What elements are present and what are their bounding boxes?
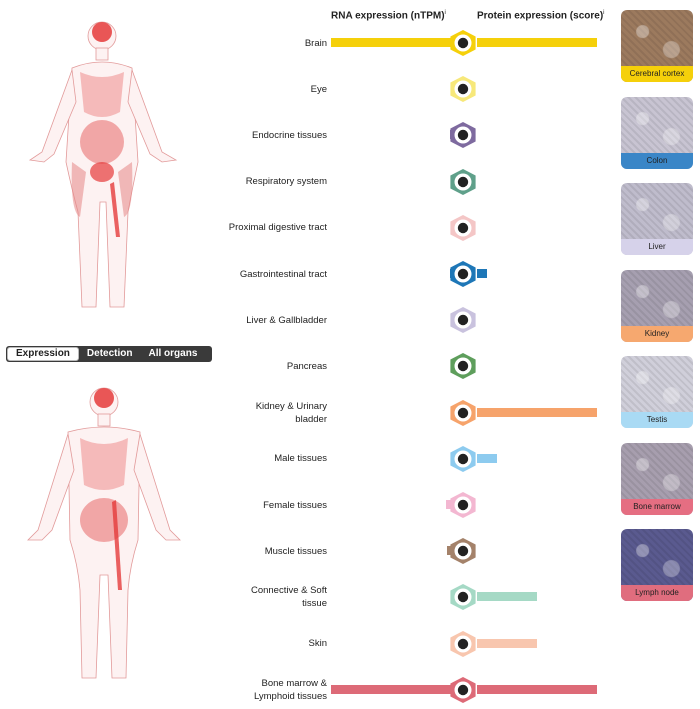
protein-expression-bar[interactable] — [477, 269, 487, 278]
tissue-label[interactable]: Brain — [304, 37, 327, 49]
eye-icon[interactable] — [449, 75, 477, 103]
stomach-icon[interactable] — [449, 214, 477, 242]
rna-expression-bar[interactable] — [331, 684, 463, 694]
protein-expression-bar[interactable] — [477, 38, 597, 47]
tissue-sample-caption: Colon — [621, 152, 693, 169]
female-icon[interactable] — [449, 491, 477, 519]
tissue-sample-thumbnail[interactable]: Testis — [621, 356, 693, 428]
brain-icon[interactable] — [449, 29, 477, 57]
view-option-expression[interactable]: Expression — [7, 347, 79, 361]
male-icon[interactable] — [449, 445, 477, 473]
tissue-sample-caption: Cerebral cortex — [621, 66, 693, 82]
tissue-sample-caption: Kidney — [621, 325, 693, 342]
intestine-icon[interactable] — [449, 260, 477, 288]
lungs-icon[interactable] — [449, 168, 477, 196]
muscle-icon[interactable] — [449, 537, 477, 565]
tissue-label[interactable]: Respiratory system — [245, 176, 327, 188]
thyroid-icon[interactable] — [449, 121, 477, 149]
view-option-detection[interactable]: Detection — [86, 348, 133, 359]
kidney-icon[interactable] — [449, 399, 477, 427]
rna-expression-bar[interactable] — [331, 38, 463, 47]
protein-info-icon[interactable]: i — [603, 10, 605, 16]
tissue-sample-caption: Lymph node — [621, 585, 693, 601]
tissue-sample-caption: Bone marrow — [621, 498, 693, 515]
view-option-all-organs[interactable]: All organs — [148, 348, 198, 359]
tissue-label[interactable]: Pancreas — [286, 360, 327, 372]
tissue-sample-caption: Liver — [621, 239, 693, 255]
male-anatomy-figure — [27, 387, 181, 679]
male-brain-highlight — [94, 388, 114, 408]
protein-expression-bar[interactable] — [477, 638, 537, 648]
liver-icon[interactable] — [449, 306, 477, 334]
pancreas-icon[interactable] — [449, 352, 477, 380]
tissue-label[interactable]: Gastrointestinal tract — [239, 268, 327, 280]
skin-icon[interactable] — [449, 630, 477, 658]
tissue-sample-thumbnail[interactable]: Liver — [621, 183, 693, 255]
view-options-toggle: Expression Detection All organs — [6, 346, 212, 362]
female-brain-highlight — [92, 22, 112, 42]
protein-expression-bar[interactable] — [477, 453, 498, 463]
tissue-label[interactable]: Male tissues — [274, 453, 327, 465]
tissue-label[interactable]: Bone marrow &Lymphoid tissues — [253, 677, 327, 702]
connective-icon[interactable] — [449, 583, 477, 611]
tissue-sample-thumbnail[interactable]: Kidney — [621, 269, 693, 342]
tissue-sample-thumbnail[interactable]: Bone marrow — [621, 442, 693, 515]
protein-expression-bar[interactable] — [477, 684, 597, 694]
tissue-sample-thumbnail[interactable]: Colon — [621, 96, 693, 169]
lymphoid-icon[interactable] — [449, 676, 477, 704]
tissue-label[interactable]: Muscle tissues — [264, 545, 327, 557]
protein-expression-bar[interactable] — [477, 407, 597, 417]
tissue-label[interactable]: Endocrine tissues — [252, 129, 327, 141]
tissue-label[interactable]: Eye — [310, 83, 327, 95]
protein-expression-header: Protein expression (score)i — [477, 10, 605, 22]
tissue-label[interactable]: Proximal digestive tract — [228, 222, 327, 234]
tissue-sample-thumbnail[interactable]: Cerebral cortex — [621, 10, 693, 82]
rna-expression-header: RNA expression (nTPM)i — [331, 10, 446, 22]
rna-info-icon[interactable]: i — [444, 10, 446, 16]
tissue-label[interactable]: Skin — [308, 638, 327, 650]
tissue-sample-thumbnail[interactable]: Lymph node — [621, 529, 693, 601]
tissue-sample-caption: Testis — [621, 412, 693, 428]
tissue-label[interactable]: Female tissues — [263, 499, 327, 511]
protein-expression-bar[interactable] — [477, 592, 537, 602]
tissue-label[interactable]: Liver & Gallbladder — [246, 314, 327, 326]
female-anatomy-figure — [28, 21, 178, 308]
